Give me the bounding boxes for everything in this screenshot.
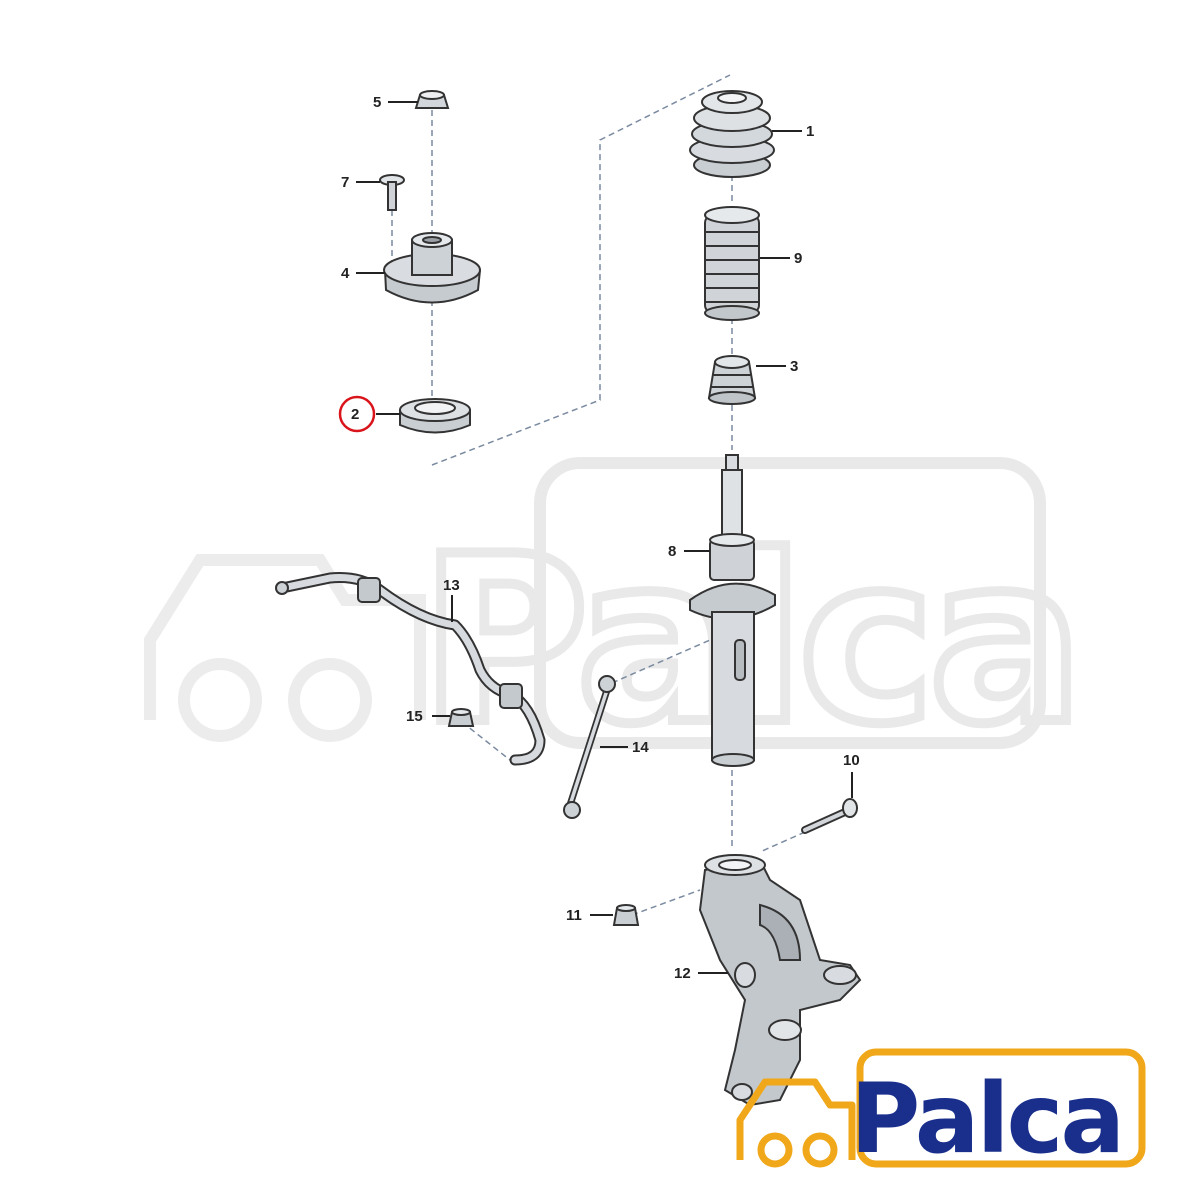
- part-9-dust-boot: [704, 206, 760, 321]
- callout-3: 3: [790, 358, 798, 375]
- callout-7: 7: [341, 174, 349, 191]
- brand-name: Palca: [850, 1063, 1122, 1175]
- part-5-nut: [414, 90, 450, 109]
- part-12-steering-knuckle: [698, 854, 862, 1107]
- part-8-strut: [689, 454, 776, 767]
- leader-lines: [356, 101, 853, 974]
- callout-14: 14: [632, 739, 649, 756]
- part-13-stabilizer-bar: [275, 572, 546, 766]
- part-3-bump-stop: [707, 355, 757, 405]
- part-11-nut: [612, 904, 640, 926]
- assembly-guide-lines: [391, 74, 806, 916]
- callout-10: 10: [843, 752, 860, 769]
- part-10-bolt: [801, 798, 858, 834]
- callout-11: 11: [566, 907, 582, 924]
- part-15-nut: [447, 708, 475, 727]
- callout-8: 8: [668, 543, 676, 560]
- part-2-strut-bearing: [399, 398, 471, 434]
- callout-5: 5: [373, 94, 381, 111]
- callout-13: 13: [443, 577, 460, 594]
- callout-4: 4: [341, 265, 350, 282]
- callout-12: 12: [674, 965, 691, 982]
- brand-logo: Palca: [736, 1048, 1146, 1175]
- watermark-logo: Palca: [144, 457, 1089, 780]
- part-7-bolt: [379, 174, 405, 211]
- callout-2: 2: [351, 406, 359, 423]
- part-14-stabilizer-link: [563, 675, 616, 819]
- callout-1: 1: [806, 123, 814, 140]
- callout-15: 15: [406, 708, 423, 725]
- highlight-circle: [338, 395, 376, 433]
- part-1-bump-stop-cap: [689, 90, 775, 178]
- callout-labels: 1 2 3 4 5 7 8 9 10 11 12 13 14 15: [341, 94, 860, 982]
- part-4-top-mount: [383, 232, 482, 304]
- callout-9: 9: [794, 250, 802, 267]
- truck-outline-icon: [736, 1078, 856, 1168]
